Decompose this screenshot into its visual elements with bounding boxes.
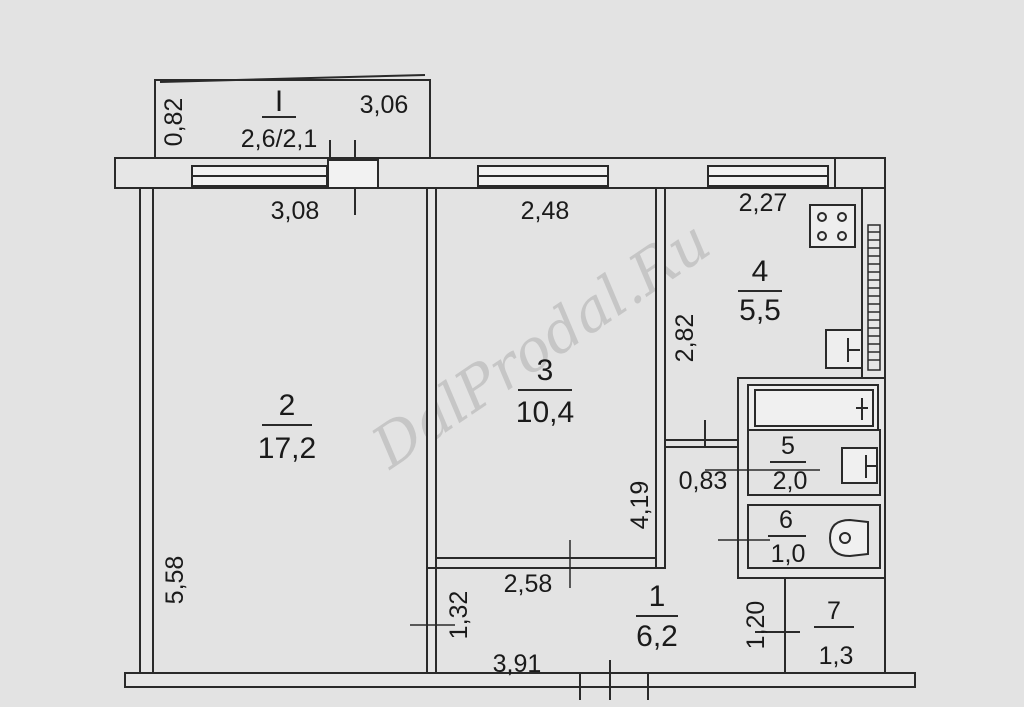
room-6-area: 1,0	[771, 540, 806, 568]
room-1-number: 1	[649, 580, 666, 613]
room-4-number: 4	[752, 255, 769, 288]
room-2-area: 17,2	[258, 432, 316, 465]
balcony-number: I	[275, 85, 283, 118]
dimension-2-82: 2,82	[671, 314, 699, 363]
balcony-width-dimension: 3,06	[360, 91, 409, 119]
room-3-area: 10,4	[516, 396, 574, 429]
dimension-3-08: 3,08	[271, 197, 320, 225]
dimension-2-58: 2,58	[504, 570, 553, 598]
stove-icon	[809, 204, 856, 248]
room-6-number: 6	[779, 506, 793, 534]
toilet-icon	[828, 518, 869, 558]
dimension-4-19: 4,19	[626, 481, 654, 530]
dimension-1-20: 1,20	[742, 601, 770, 650]
washbasin-icon	[841, 447, 878, 484]
dimension-1-32: 1,32	[445, 591, 473, 640]
dimension-2-27: 2,27	[739, 189, 788, 217]
kitchen-sink-icon	[825, 329, 863, 369]
room-7-area: 1,3	[819, 642, 854, 670]
bathtub-icon	[754, 389, 874, 427]
room-4-area: 5,5	[739, 294, 781, 327]
dimension-5-58: 5,58	[161, 556, 189, 605]
dimension-ticks	[410, 469, 820, 626]
room-5-area: 2,0	[773, 467, 808, 495]
room-3-number: 3	[537, 354, 554, 387]
room-1-area: 6,2	[636, 620, 678, 653]
balcony-area: 2,6/2,1	[241, 125, 317, 153]
closet	[755, 577, 886, 674]
room-7-number: 7	[827, 597, 841, 625]
radiator-icon	[867, 224, 881, 371]
dimension-2-48: 2,48	[521, 197, 570, 225]
dimension-3-91: 3,91	[493, 650, 542, 678]
dimension-0-83: 0,83	[679, 467, 728, 495]
windows	[191, 159, 829, 189]
room-2-number: 2	[279, 389, 296, 422]
balcony-depth-dimension: 0,82	[160, 98, 188, 147]
room-5-number: 5	[781, 432, 795, 460]
